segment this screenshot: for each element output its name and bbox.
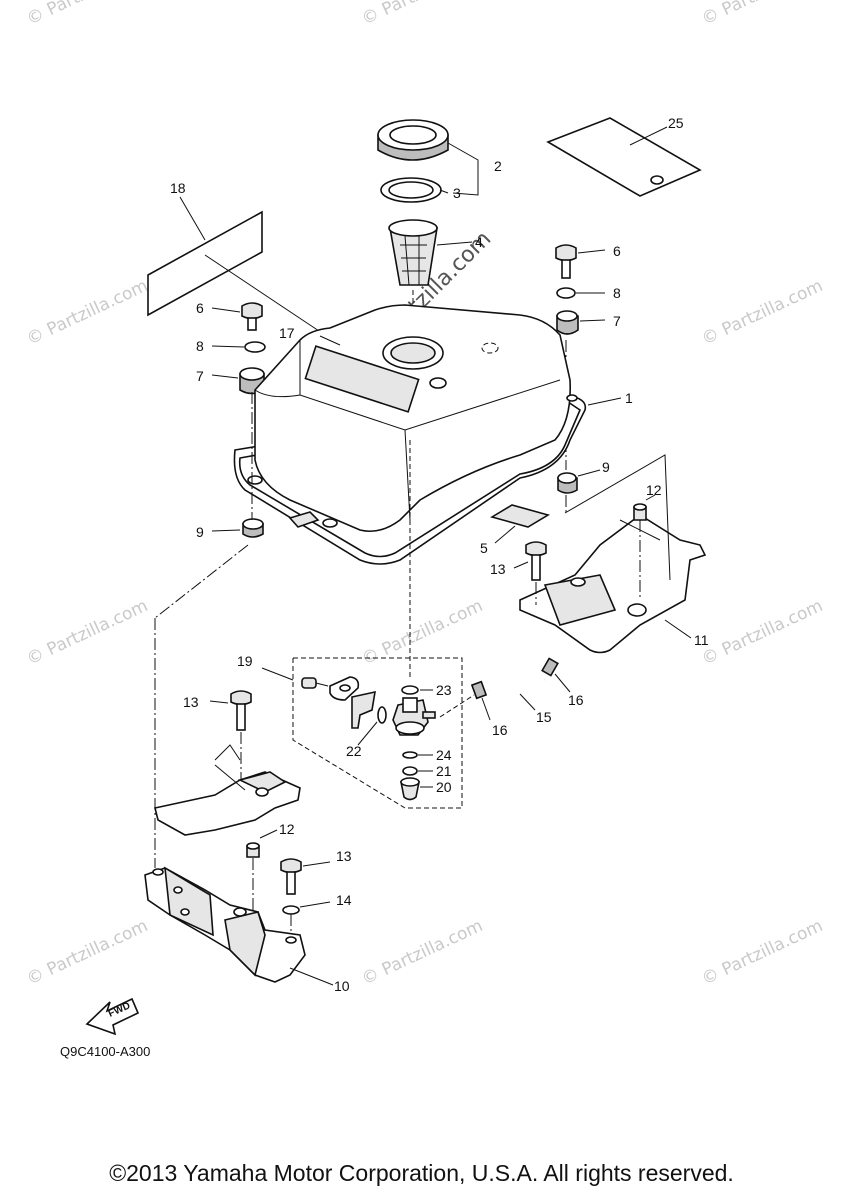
o-ring-21 xyxy=(402,766,418,776)
fuel-cock-bracket xyxy=(154,744,301,836)
clamp-16-right xyxy=(541,657,559,677)
fuel-cap-2 xyxy=(377,119,449,161)
callout-label: 8 xyxy=(613,285,621,301)
watermark: © Partzilla.com xyxy=(359,916,486,990)
callout-label: 25 xyxy=(668,115,684,131)
o-ring-24 xyxy=(402,751,418,759)
bracket-10 xyxy=(144,866,306,983)
callout-label: 15 xyxy=(536,709,552,725)
watermark: © Partzilla.com xyxy=(24,0,151,30)
callout-label: 18 xyxy=(170,180,186,196)
washer-8-left xyxy=(244,341,266,353)
callout-label: 16 xyxy=(492,722,508,738)
callout-label: 10 xyxy=(334,978,350,994)
damper-9-right xyxy=(557,472,578,494)
bolt-13-right xyxy=(525,541,547,581)
plug-12-left xyxy=(246,842,260,858)
gasket-23 xyxy=(401,685,419,695)
callout-labels: 1 2 3 4 5 6 6 7 7 8 8 9 9 10 11 12 12 13… xyxy=(170,115,709,994)
decal-18 xyxy=(147,210,263,317)
bolt-6-left xyxy=(241,302,263,331)
callout-label: 20 xyxy=(436,779,452,795)
watermark: © Partzilla.com xyxy=(699,916,826,990)
callout-label: 9 xyxy=(602,459,610,475)
callout-label: 1 xyxy=(625,390,633,406)
callout-label: 22 xyxy=(346,743,362,759)
callout-label: 3 xyxy=(453,185,461,201)
fuel-cock-body xyxy=(392,697,436,736)
callout-label: 24 xyxy=(436,747,452,763)
callout-label: 4 xyxy=(475,234,483,250)
plug-12-right xyxy=(633,503,647,521)
screw xyxy=(301,677,329,689)
callout-label: 21 xyxy=(436,763,452,779)
o-ring-22 xyxy=(377,706,387,724)
callout-label: 12 xyxy=(279,821,295,837)
callout-label: 6 xyxy=(613,243,621,259)
callout-label: 13 xyxy=(490,561,506,577)
fuel-tank-1 xyxy=(233,304,587,565)
callout-label: 17 xyxy=(279,325,295,341)
watermark: © Partzilla.com xyxy=(699,596,826,670)
callout-label: 6 xyxy=(196,300,204,316)
watermark: © Partzilla.com xyxy=(699,276,826,350)
bracket-11 xyxy=(519,514,707,654)
bolt-13-lower xyxy=(280,858,302,895)
callout-label: 5 xyxy=(480,540,488,556)
filter-strainer-4 xyxy=(388,219,438,286)
decal-17 xyxy=(304,345,420,413)
callout-label: 9 xyxy=(196,524,204,540)
damper-7-right xyxy=(556,310,579,335)
fuel-cock-assembly-19 xyxy=(292,657,463,809)
callout-label: 13 xyxy=(183,694,199,710)
watermark: © Partzilla.com xyxy=(699,0,826,30)
callout-label: 23 xyxy=(436,682,452,698)
callout-label: 14 xyxy=(336,892,352,908)
watermark: © Partzilla.com xyxy=(24,276,151,350)
bolt-6-right xyxy=(555,244,577,279)
callout-label: 11 xyxy=(694,632,709,648)
bolt-13-left xyxy=(230,690,252,731)
warning-label-25 xyxy=(546,117,702,197)
pad-5 xyxy=(489,504,551,528)
washer-8-right xyxy=(556,287,576,299)
watermark: © Partzilla.com xyxy=(359,0,486,30)
callout-label: 8 xyxy=(196,338,204,354)
watermark: © Partzilla.com xyxy=(24,596,151,670)
cup-20 xyxy=(400,777,420,801)
callout-label: 7 xyxy=(196,368,204,384)
callout-label: 16 xyxy=(568,692,584,708)
callout-label: 12 xyxy=(646,482,662,498)
copyright-notice: ©2013 Yamaha Motor Corporation, U.S.A. A… xyxy=(109,1160,734,1186)
lever xyxy=(351,690,376,729)
callout-label: 7 xyxy=(613,313,621,329)
diagram-code: Q9C4100-A300 xyxy=(60,1044,151,1059)
callout-label: 13 xyxy=(336,848,352,864)
washer-14 xyxy=(282,905,300,915)
watermark: © Partzilla.com xyxy=(24,916,151,990)
clamp-16-left xyxy=(470,680,488,700)
callout-label: 2 xyxy=(494,158,502,174)
callout-label: 19 xyxy=(237,653,253,669)
damper-9-left xyxy=(242,518,264,538)
cover-plate xyxy=(329,676,360,701)
forward-arrow-icon: FWD xyxy=(85,997,140,1036)
